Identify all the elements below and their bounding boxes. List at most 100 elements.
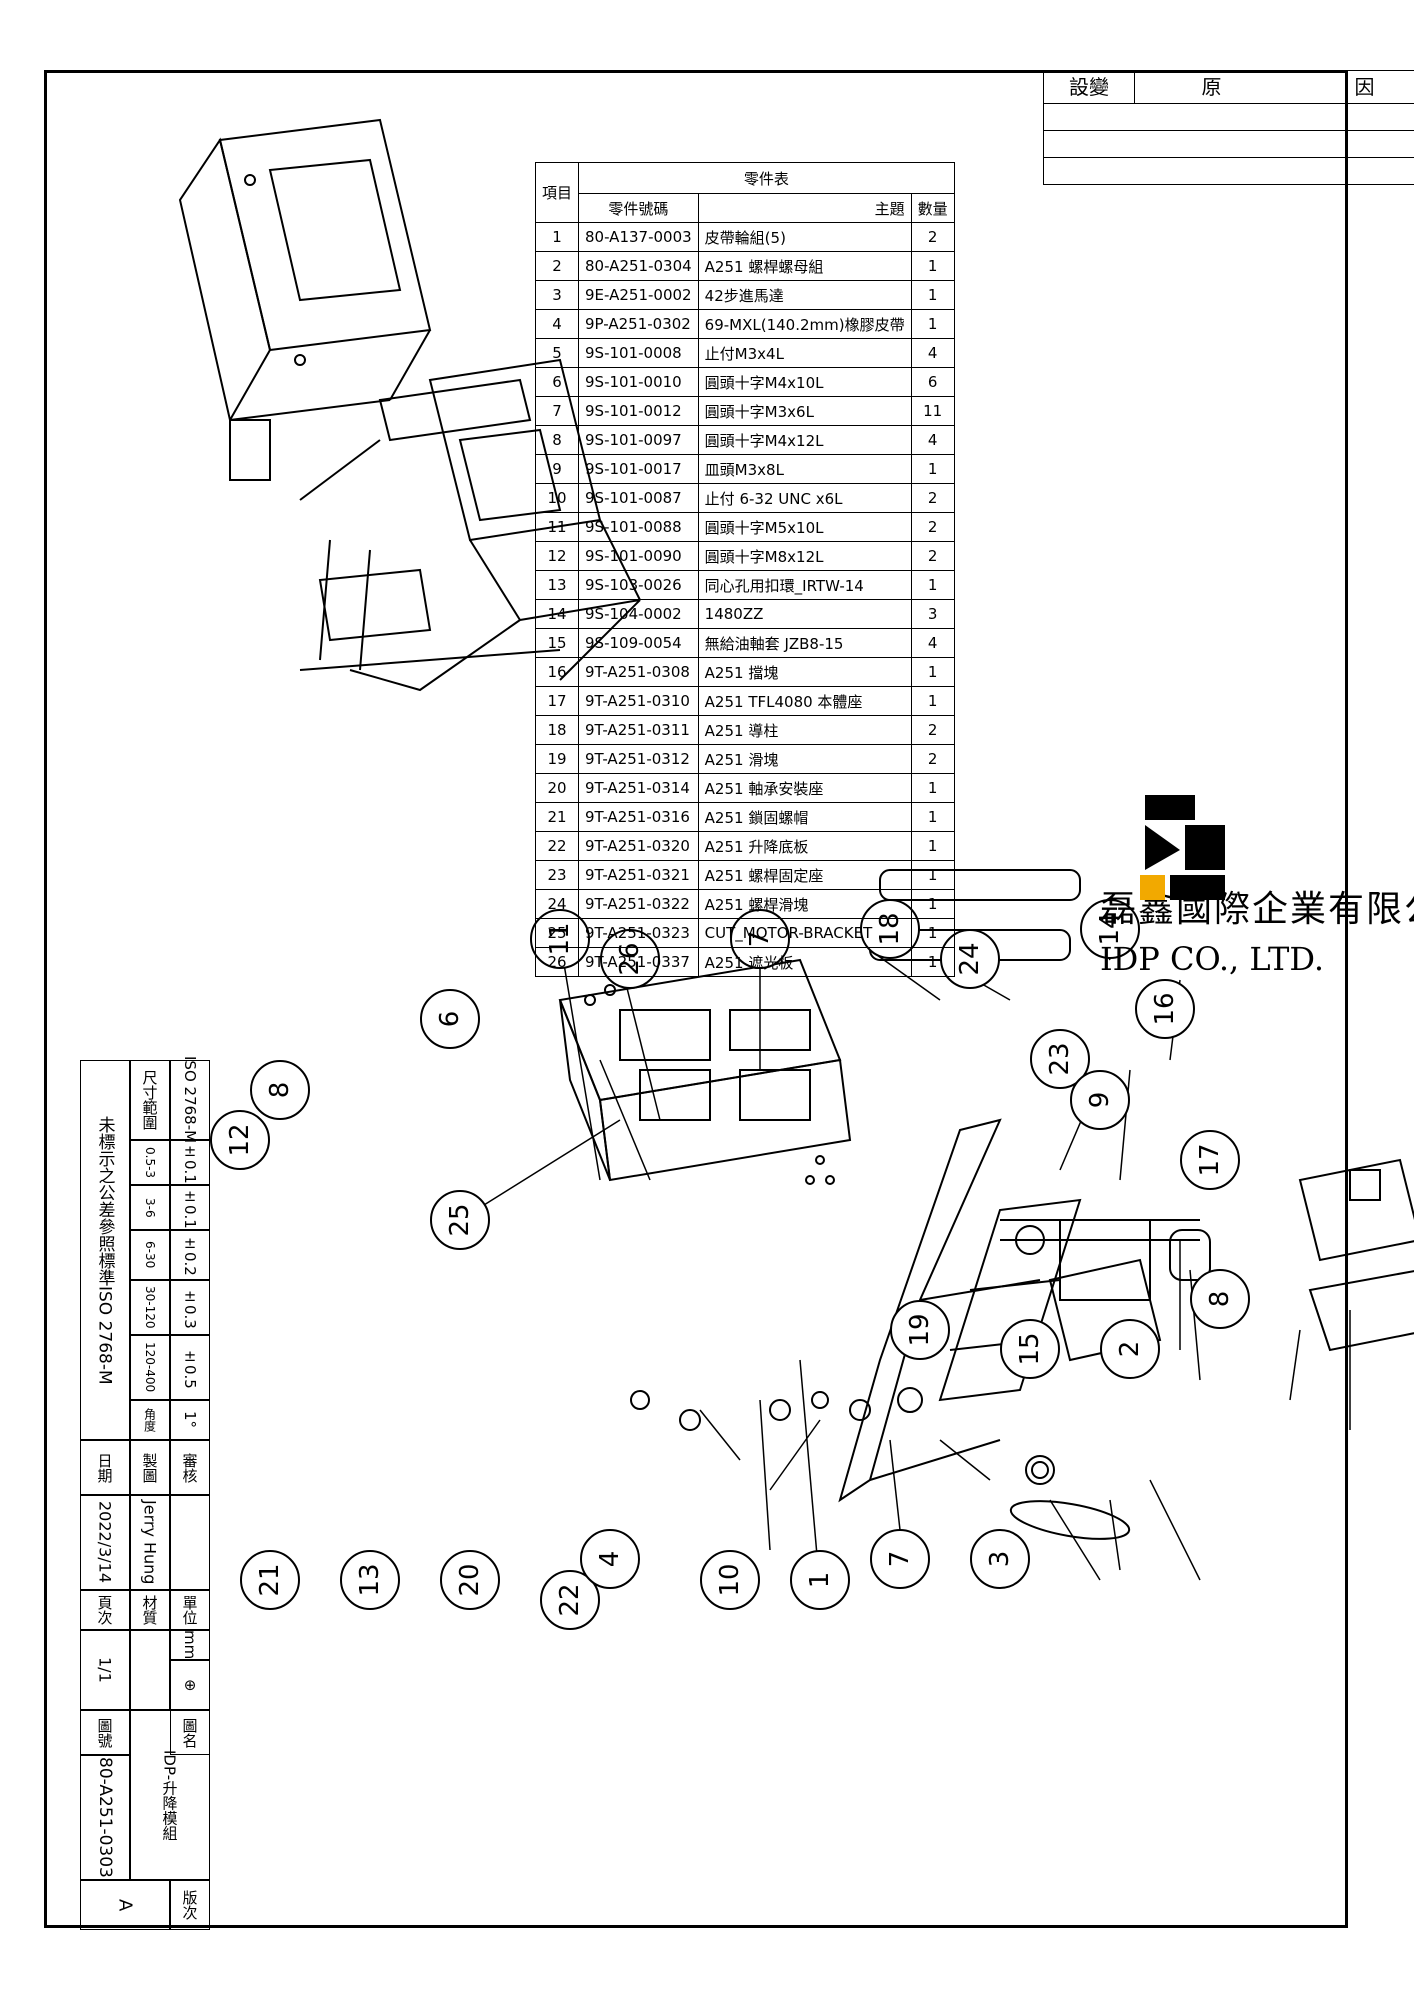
bom-part-number: 9S-101-0012: [578, 396, 699, 426]
revision-table: 設變 原 因 日 期: [1043, 70, 1414, 200]
callout-balloon: 8: [1190, 1269, 1250, 1329]
tolerance-value: ±0.1: [170, 1140, 210, 1185]
tolerance-range: 角度: [130, 1400, 170, 1440]
bom-part-number: 9T-A251-0321: [578, 860, 699, 890]
bom-item-number: 17: [535, 686, 579, 716]
bom-item-number: 21: [535, 802, 579, 832]
bom-item-number: 24: [535, 889, 579, 919]
bom-description: A251 滑塊: [698, 744, 912, 774]
tolerance-value: ±0.5: [170, 1335, 210, 1400]
bom-description: A251 升降底板: [698, 831, 912, 861]
bom-quantity: 1: [911, 889, 955, 919]
bom-quantity: 1: [911, 860, 955, 890]
bom-item-number: 3: [535, 280, 579, 310]
bom-header-part-no: 零件號碼: [578, 193, 699, 223]
nut-block-part: [1298, 1158, 1414, 1352]
bom-item-number: 7: [535, 396, 579, 426]
bom-item-number: 15: [535, 628, 579, 658]
bom-quantity: 1: [911, 686, 955, 716]
version-value: A: [80, 1880, 170, 1930]
bom-quantity: 1: [911, 947, 955, 977]
bom-item-number: 12: [535, 541, 579, 571]
bom-header-item: 項目: [535, 162, 579, 223]
tolerance-range: 30-120: [130, 1280, 170, 1335]
tolerance-value: ±0.2: [170, 1230, 210, 1280]
number-label: 圖號: [80, 1710, 130, 1755]
bom-quantity: 2: [911, 483, 955, 513]
bom-part-number: 9T-A251-0314: [578, 773, 699, 803]
bom-item-number: 19: [535, 744, 579, 774]
bom-part-number: 9T-A251-0320: [578, 831, 699, 861]
tolerance-range: 120-400: [130, 1335, 170, 1400]
bom-description: A251 TFL4080 本體座: [698, 686, 912, 716]
bom-quantity: 3: [911, 599, 955, 629]
bom-description: 同心孔用扣環_IRTW-14: [698, 570, 912, 600]
bom-quantity: 1: [911, 454, 955, 484]
tolerance-range: 6-30: [130, 1230, 170, 1280]
revision-header-reason-2: 因: [1354, 75, 1375, 99]
bom-part-number: 9S-104-0002: [578, 599, 699, 629]
company-logo: [1140, 795, 1225, 900]
bom-quantity: 2: [911, 744, 955, 774]
bom-quantity: 1: [911, 309, 955, 339]
bom-quantity: 4: [911, 338, 955, 368]
bom-quantity: 6: [911, 367, 955, 397]
callout-balloon: 6: [420, 989, 480, 1049]
bom-item-number: 9: [535, 454, 579, 484]
date-label: 日期: [80, 1440, 130, 1495]
bom-description: A251 螺桿固定座: [698, 860, 912, 890]
bom-header-desc: 主題: [698, 193, 912, 223]
bom-part-number: 9S-101-0010: [578, 367, 699, 397]
callout-balloon: 7: [870, 1529, 930, 1589]
bom-description: A251 螺桿螺母組: [698, 251, 912, 281]
callout-balloon: 25: [430, 1190, 490, 1250]
page-value: 1/1: [80, 1630, 130, 1710]
bom-item-number: 6: [535, 367, 579, 397]
callout-balloon: 16: [1135, 979, 1195, 1039]
version-label: 版次: [170, 1880, 210, 1930]
tolerance-range: 0.5-3: [130, 1140, 170, 1185]
page-label: 頁次: [80, 1590, 130, 1630]
bom-item-number: 14: [535, 599, 579, 629]
bom-quantity: 1: [911, 831, 955, 861]
bom-quantity: 1: [911, 570, 955, 600]
bom-item-number: 8: [535, 425, 579, 455]
bom-part-number: 9E-A251-0002: [578, 280, 699, 310]
bom-part-number: 9T-A251-0311: [578, 715, 699, 745]
bom-quantity: 1: [911, 251, 955, 281]
bom-part-number: 9S-101-0090: [578, 541, 699, 571]
bom-item-number: 1: [535, 222, 579, 252]
bom-item-number: 5: [535, 338, 579, 368]
callout-balloon: 9: [1070, 1070, 1130, 1130]
bom-part-number: 9S-101-0088: [578, 512, 699, 542]
bom-description: 69-MXL(140.2mm)橡膠皮帶: [698, 309, 912, 339]
bom-part-number: 9S-103-0026: [578, 570, 699, 600]
bom-header-qty: 數量: [911, 193, 955, 223]
bom-description: 皿頭M3x8L: [698, 454, 912, 484]
bom-item-number: 13: [535, 570, 579, 600]
review-value: [170, 1495, 210, 1590]
tolerance-table: [1050, 1345, 1340, 1925]
bom-description: 42步進馬達: [698, 280, 912, 310]
tolerance-range-label: 尺寸範圍: [130, 1060, 170, 1140]
material-value: [130, 1630, 170, 1710]
callout-balloon: 19: [890, 1300, 950, 1360]
bom-part-number: 9S-101-0017: [578, 454, 699, 484]
